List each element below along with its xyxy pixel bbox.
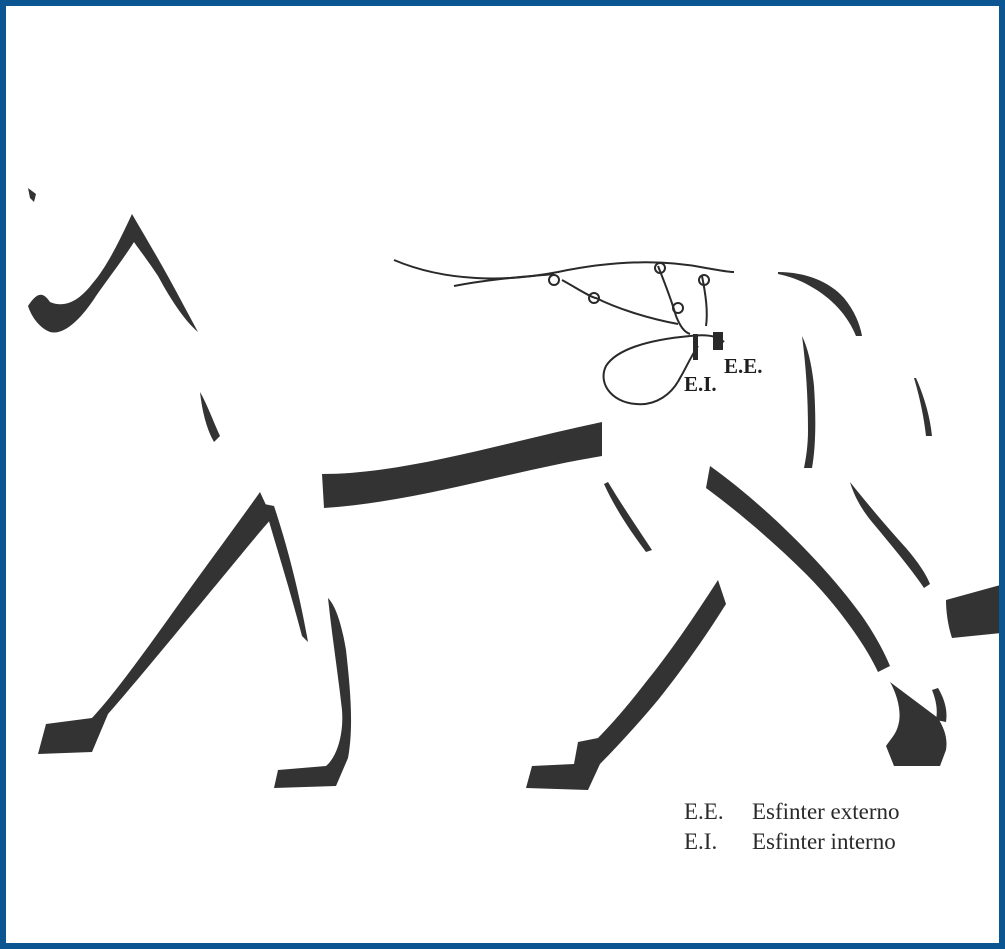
thigh-stroke <box>850 482 930 588</box>
legend-item-external: E.E. Esfinter externo <box>684 797 900 827</box>
front-leg-far-stroke <box>264 504 308 642</box>
internal-sphincter-mark <box>693 334 698 360</box>
legend-text: Esfinter externo <box>752 797 900 827</box>
ear-mark <box>28 188 36 202</box>
nerve-branch-2 <box>562 280 678 324</box>
legend-abbr: E.I. <box>684 827 752 857</box>
legend-abbr: E.E. <box>684 797 752 827</box>
hind-leg-near-lower-stroke <box>526 580 726 790</box>
hind-leg-near-stroke <box>706 466 890 672</box>
legend-item-internal: E.I. Esfinter interno <box>684 827 900 857</box>
tail-brush-stroke <box>946 582 1005 638</box>
front-leg-near-stroke <box>38 492 272 754</box>
tail-root-stroke <box>914 378 932 436</box>
horse-head-stroke <box>28 214 198 333</box>
croup-stroke <box>802 336 815 468</box>
external-sphincter-label: E.E. <box>724 356 763 377</box>
throat-stroke <box>200 392 220 442</box>
legend: E.E. Esfinter externo E.I. Esfinter inte… <box>684 797 900 857</box>
legend-text: Esfinter interno <box>752 827 896 857</box>
spinal-nerve-line <box>394 260 734 278</box>
ganglion-1 <box>549 275 559 285</box>
external-sphincter-mark <box>713 332 723 350</box>
internal-sphincter-label: E.I. <box>684 374 717 395</box>
rump-stroke <box>778 272 862 336</box>
hind-leg-far-stroke <box>604 482 652 552</box>
front-leg-far-lower-stroke <box>274 598 351 788</box>
nerve-branch-1 <box>454 274 554 286</box>
belly-stroke <box>322 422 602 508</box>
